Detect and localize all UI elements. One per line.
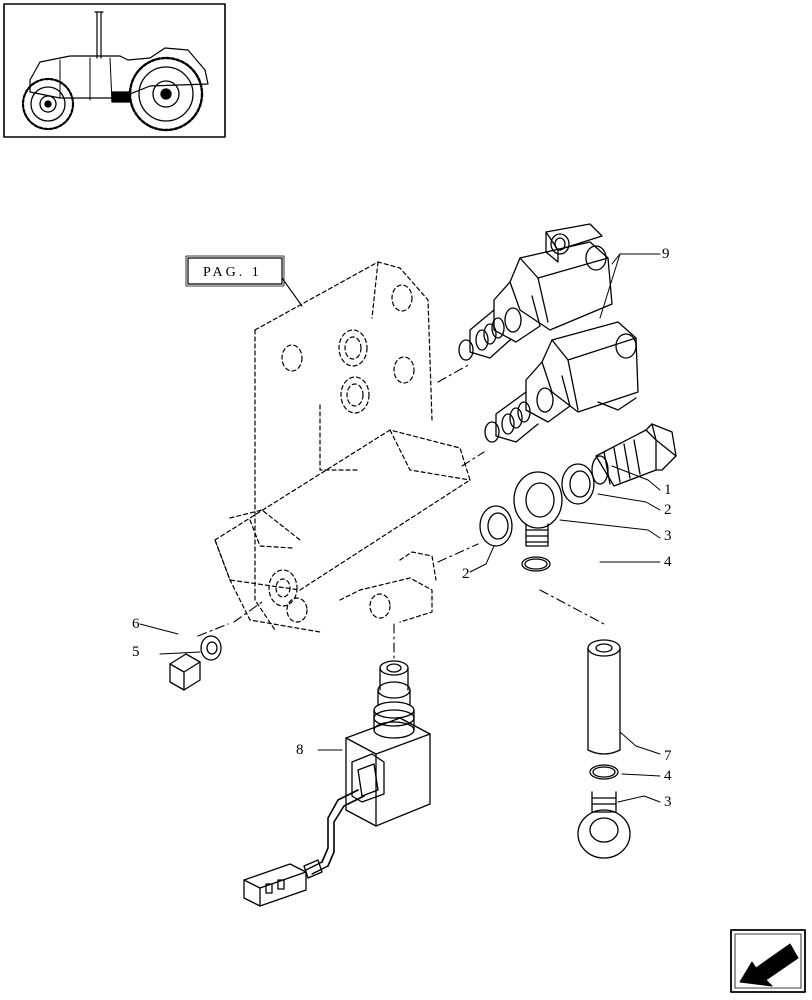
callout-9: 9 (662, 246, 670, 262)
banjo-fitting-upper (513, 471, 563, 547)
callout-3-lower: 3 (664, 794, 672, 810)
banjo-bolt (591, 423, 677, 487)
valve-housing (214, 261, 471, 633)
reference-box: PAG. 1 (185, 255, 303, 307)
callout-8: 8 (296, 742, 304, 758)
callout-3: 3 (664, 528, 672, 544)
callout-4: 4 (664, 554, 672, 570)
callout-2-lower: 2 (462, 566, 470, 582)
callout-7: 7 (664, 748, 672, 764)
banjo-fitting-lower (577, 791, 631, 859)
callout-2: 2 (664, 502, 672, 518)
solenoid-valve-upper (458, 223, 613, 361)
tractor-thumbnail-icon (3, 3, 226, 138)
plug (169, 653, 201, 691)
solenoid-valve-lower (484, 321, 639, 443)
next-page-arrow-icon[interactable] (730, 929, 806, 993)
o-ring-lower (589, 764, 619, 780)
callout-5: 5 (132, 644, 140, 660)
callout-1: 1 (664, 482, 672, 498)
reference-box-label: PAG. 1 (203, 265, 262, 280)
leader-lines (139, 253, 661, 803)
assembly-lines (197, 363, 605, 661)
callouts: 9 1 2 3 4 2 6 5 8 7 4 3 (132, 246, 672, 810)
solenoid-valve-single (243, 660, 431, 907)
callout-6: 6 (132, 616, 140, 632)
o-ring-upper (521, 556, 551, 572)
sealing-washer-lower (479, 505, 513, 547)
pipe (587, 639, 621, 755)
sealing-washer-upper (561, 463, 595, 505)
callout-4-lower: 4 (664, 768, 672, 784)
washer-small (200, 635, 222, 661)
